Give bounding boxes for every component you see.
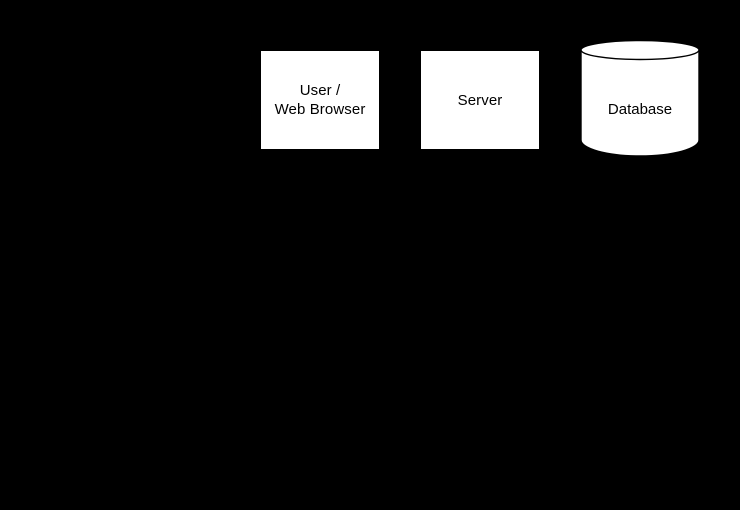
- database-cylinder-icon: [580, 40, 700, 156]
- node-database[interactable]: Database: [580, 40, 700, 156]
- node-database-label: Database: [607, 101, 673, 118]
- node-user-web-browser[interactable]: User / Web Browser: [260, 50, 380, 150]
- node-server[interactable]: Server: [420, 50, 540, 150]
- node-server-label: Server: [457, 91, 503, 109]
- node-user-web-browser-label: User / Web Browser: [274, 82, 366, 118]
